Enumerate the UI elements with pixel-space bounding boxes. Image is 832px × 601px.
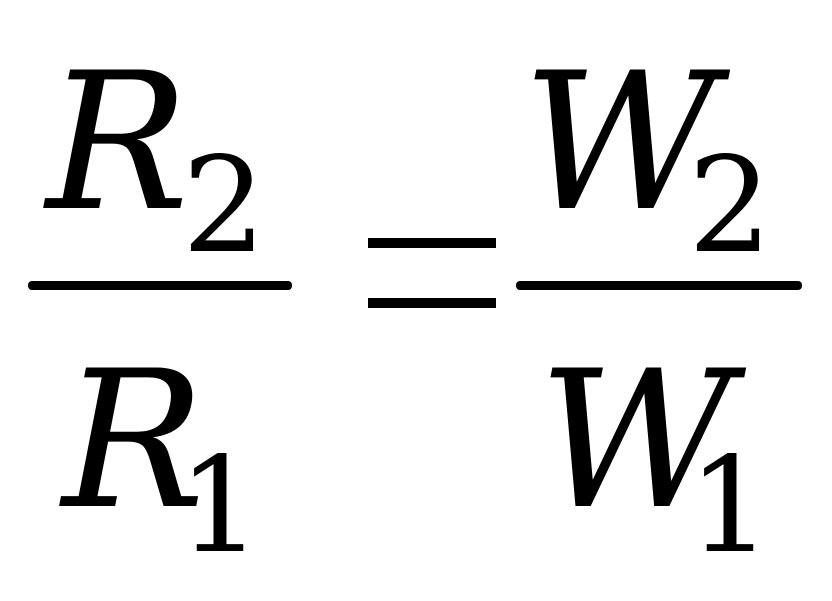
right-denominator-variable: W	[538, 330, 734, 551]
left-numerator-subscript: 2	[182, 129, 266, 283]
equals-top-line	[368, 238, 496, 248]
right-denominator-subscript: 1	[688, 429, 772, 583]
left-denominator-subscript: 1	[178, 429, 262, 583]
left-fraction-bar	[28, 281, 292, 290]
left-numerator-variable: R	[46, 32, 190, 253]
right-fraction-bar	[516, 281, 802, 290]
right-numerator-subscript: 2	[688, 129, 772, 283]
equals-bottom-line	[368, 298, 496, 308]
right-numerator-variable: W	[522, 32, 718, 253]
left-denominator-variable: R	[62, 330, 206, 551]
